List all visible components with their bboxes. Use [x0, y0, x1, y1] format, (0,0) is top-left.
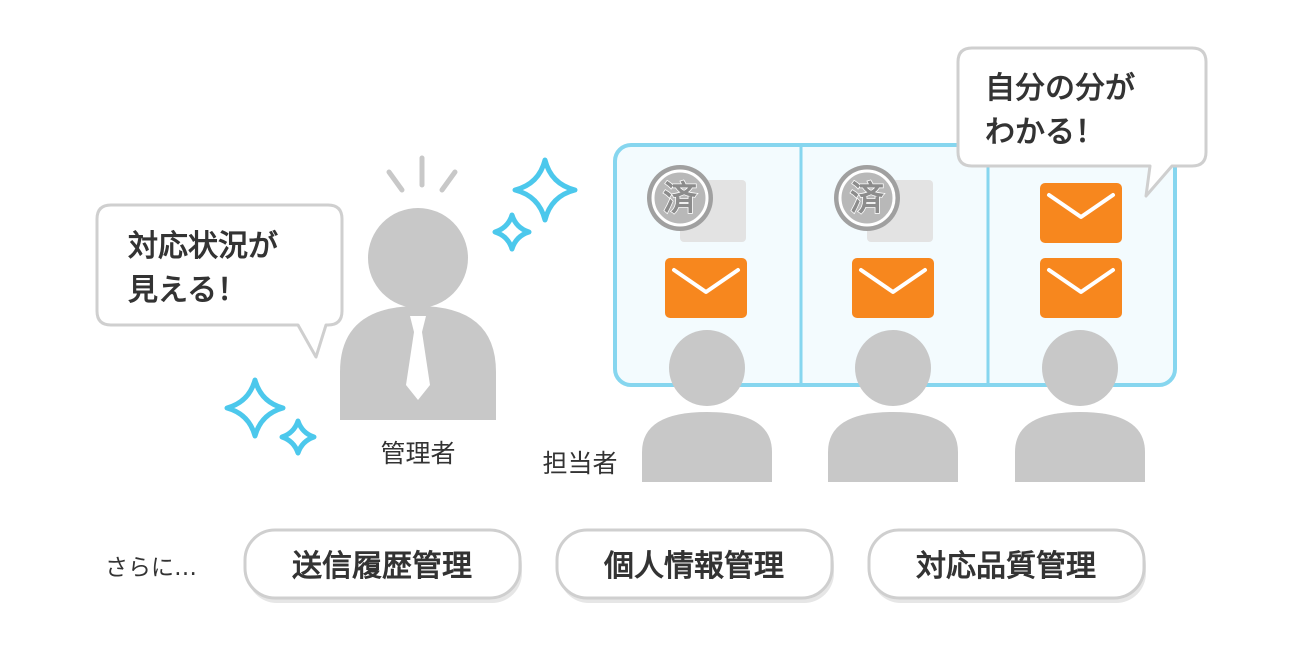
feature-pill-response-quality: 対応品質管理 [867, 528, 1146, 603]
staff-speech-bubble: 自分の分が わかる！ [956, 46, 1208, 198]
feature-pill-personal-info: 個人情報管理 [555, 528, 834, 603]
inbox-column-3 [1040, 183, 1122, 318]
manager-bubble-line2: 見える！ [128, 273, 247, 308]
staff-icon-2 [828, 330, 958, 482]
feature-pill-send-history: 送信履歴管理 [243, 528, 522, 603]
sparkle-icon [279, 418, 317, 456]
footer-lead: さらに… [105, 555, 197, 581]
staff-body [828, 412, 958, 482]
necktie-icon [406, 316, 430, 400]
staff-label: 担当者 [542, 449, 617, 478]
stamp-label: 済 [663, 179, 698, 219]
staff-icon-1 [642, 330, 772, 482]
manager-icon [340, 208, 496, 420]
ray-right [439, 169, 458, 193]
sparkles [224, 157, 578, 456]
stamp-label: 済 [850, 179, 885, 219]
manager-speech-bubble: 対応状況が 見える！ [95, 203, 344, 359]
handled-stamp: 済 [647, 165, 713, 231]
inbox-column-2: 済 [834, 165, 934, 318]
manager-attention-rays [386, 155, 458, 193]
staff-bubble-line2: わかる！ [985, 115, 1105, 150]
ray-left [386, 169, 405, 193]
staff-head [669, 330, 745, 406]
staff-bubble-line1: 自分の分が [985, 71, 1135, 106]
feature-pill-label: 送信履歴管理 [292, 549, 472, 584]
staff-body [642, 412, 772, 482]
staff-head [855, 330, 931, 406]
envelope-icon [665, 258, 747, 318]
sparkle-icon [492, 212, 532, 252]
envelope-icon [1040, 183, 1122, 243]
staff-head [1042, 330, 1118, 406]
manager-label: 管理者 [380, 439, 455, 468]
staff-body [1015, 412, 1145, 482]
handled-stamp: 済 [834, 165, 900, 231]
sparkle-icon [224, 377, 286, 439]
staff-icon-3 [1015, 330, 1145, 482]
manager-bubble-line1: 対応状況が [128, 229, 278, 264]
feature-pill-label: 個人情報管理 [603, 549, 784, 584]
envelope-icon [1040, 258, 1122, 318]
sparkle-icon [512, 157, 578, 223]
envelope-icon [852, 258, 934, 318]
manager-head [368, 208, 468, 308]
feature-pill-label: 対応品質管理 [916, 549, 1096, 584]
inbox-column-1: 済 [647, 165, 747, 318]
